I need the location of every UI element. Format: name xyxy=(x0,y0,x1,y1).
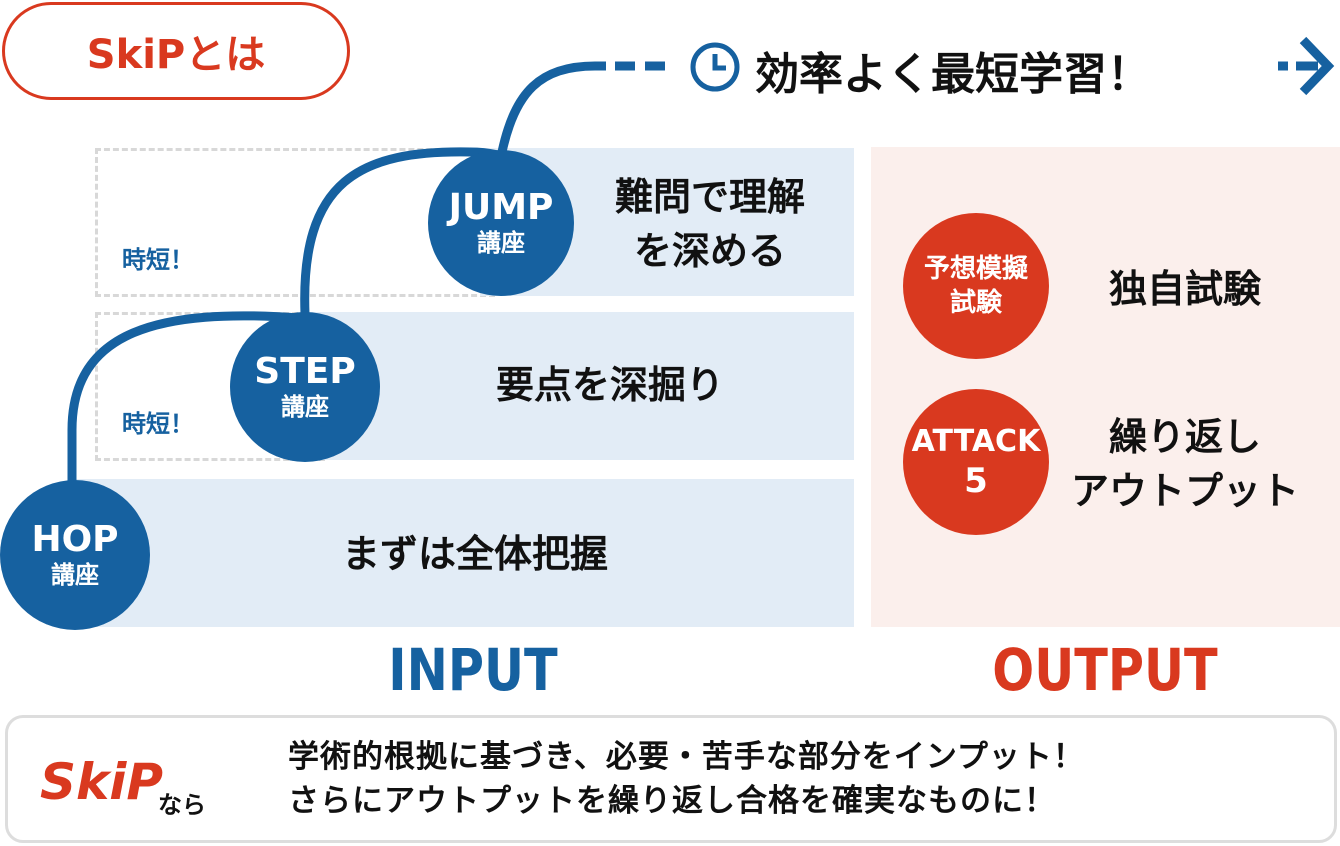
mock-exam-circle: 予想模擬 試験 xyxy=(903,213,1049,359)
jump-course-circle: JUMP 講座 xyxy=(428,150,574,296)
course-sub: 講座 xyxy=(477,229,525,257)
item-name: ATTACK xyxy=(911,424,1041,459)
hop-band xyxy=(75,479,854,627)
headline: 効率よく最短学習！ xyxy=(755,49,1151,100)
step-course-circle: STEP 講座 xyxy=(230,312,380,462)
course-name: HOP xyxy=(31,519,119,560)
skip-badge: SkiPとは xyxy=(2,2,350,100)
desc-line: を深める xyxy=(633,229,786,273)
skip-logo: SkiP なら xyxy=(40,735,240,830)
summary-box xyxy=(5,715,1337,843)
output-label: OUTPUT xyxy=(992,636,1218,704)
desc-line: アウトプット xyxy=(1070,469,1299,513)
time-saving-label: 時短！ xyxy=(122,410,194,438)
course-name: JUMP xyxy=(448,187,554,228)
path-hop-step xyxy=(67,311,301,482)
summary-line: さらにアウトプットを繰り返し合格を確実なものに！ xyxy=(288,783,1056,819)
hop-description: まずは全体把握 xyxy=(341,532,608,576)
arrow-right-icon xyxy=(1278,36,1335,96)
path-jump-goal xyxy=(497,61,606,153)
summary-line: 学術的根拠に基づき、必要・苦手な部分をインプット！ xyxy=(288,739,1085,775)
logo-text: SkiP xyxy=(40,753,164,811)
mock-exam-description: 独自試験 xyxy=(1108,267,1261,311)
desc-line: 繰り返し xyxy=(1108,415,1261,459)
input-label: INPUT xyxy=(388,636,558,704)
item-name: 5 xyxy=(964,461,988,501)
course-name: STEP xyxy=(254,351,356,392)
step-band xyxy=(300,312,854,460)
course-sub: 講座 xyxy=(281,393,329,421)
jump-description: 難問で理解 を深める xyxy=(585,170,835,278)
time-saving-label: 時短！ xyxy=(122,246,194,274)
clock-icon xyxy=(690,42,740,92)
desc-line: 難問で理解 xyxy=(614,175,805,219)
badge-label: SkiPとは xyxy=(86,32,266,78)
item-name: 試験 xyxy=(949,288,1002,318)
summary-message: 学術的根拠に基づき、必要・苦手な部分をインプット！ さらにアウトプットを繰り返し… xyxy=(288,735,1085,823)
logo-suffix: なら xyxy=(158,791,206,819)
attack5-description: 繰り返し アウトプット xyxy=(1050,410,1320,518)
item-name: 予想模擬 xyxy=(923,254,1028,284)
step-description: 要点を深掘り xyxy=(495,363,724,407)
attack5-circle: ATTACK 5 xyxy=(903,389,1049,535)
course-sub: 講座 xyxy=(51,561,99,589)
hop-course-circle: HOP 講座 xyxy=(0,480,150,630)
